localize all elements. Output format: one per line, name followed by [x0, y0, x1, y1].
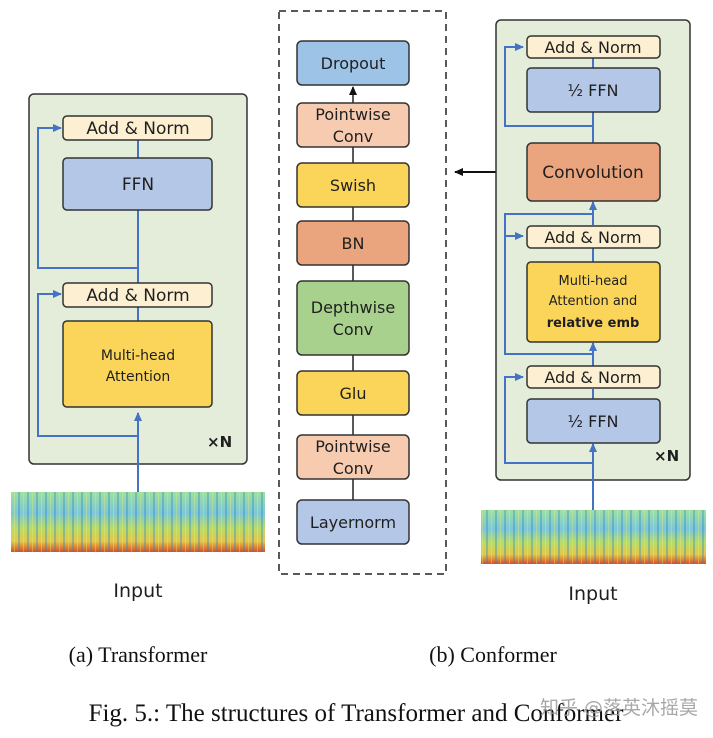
conformer-repeat-label: ×N	[654, 447, 679, 465]
conformer-half-ffn-top-box	[526, 67, 661, 113]
transformer-ffn-box	[62, 157, 213, 211]
transformer-add-norm-bottom: Add & Norm	[86, 286, 189, 306]
conv-layernorm-box	[296, 499, 410, 545]
conformer-spectrogram	[481, 510, 706, 564]
transformer-add-norm-bottom-box	[62, 282, 213, 308]
conv-depthwise-box	[296, 280, 410, 356]
transformer-input-label: Input	[113, 580, 162, 602]
conv-glu: Glu	[340, 384, 367, 403]
transformer-mha-line2: Attention	[106, 369, 171, 385]
conformer-residual-1	[504, 43, 593, 127]
conformer-half-ffn-bottom-box	[526, 398, 661, 444]
conformer-mha-box	[526, 261, 661, 343]
transformer-add-norm-top-box	[62, 115, 213, 141]
watermark: 知乎 @落英沐摇莫	[540, 697, 698, 719]
conv-module-diagram: Dropout Pointwise Conv Swish BN Depthwis…	[278, 10, 447, 575]
transformer-ffn: FFN	[122, 175, 154, 195]
transformer-residual-bottom	[37, 290, 138, 437]
transformer-mha-box	[62, 320, 213, 408]
conv-pointwise-bottom-line2: Conv	[333, 459, 374, 478]
transformer-diagram: Add & Norm FFN Add & Norm Multi-head Att…	[11, 93, 265, 602]
conv-dropout-box	[296, 40, 410, 86]
conv-pointwise-top-line1: Pointwise	[315, 105, 390, 124]
conformer-add-norm-1: Add & Norm	[544, 38, 641, 57]
conv-bn: BN	[342, 234, 365, 253]
conformer-residual-4	[504, 373, 593, 464]
conv-swish: Swish	[330, 176, 376, 195]
conv-depthwise-line2: Conv	[333, 320, 374, 339]
conformer-mha-line1: Multi-head	[559, 274, 628, 289]
conv-bn-box	[296, 220, 410, 266]
conformer-half-ffn-bottom: ½ FFN	[568, 412, 619, 431]
subcaption-a: (a) Transformer	[69, 642, 208, 667]
conformer-mha-line2: Attention and	[549, 294, 638, 309]
conformer-add-norm-2-box	[526, 225, 661, 249]
conv-dropout: Dropout	[321, 54, 386, 73]
transformer-residual-top	[37, 124, 138, 269]
transformer-mha-line1: Multi-head	[101, 348, 175, 364]
conformer-residual-3	[504, 235, 593, 355]
conv-module-dashed-frame	[278, 10, 447, 575]
subcaption-b: (b) Conformer	[429, 642, 557, 667]
conformer-convolution: Convolution	[542, 163, 644, 183]
conv-pointwise-bottom-line1: Pointwise	[315, 437, 390, 456]
conv-pointwise-top-line2: Conv	[333, 127, 374, 146]
conformer-convolution-box	[526, 142, 661, 202]
conformer-add-norm-3: Add & Norm	[544, 368, 641, 387]
conformer-mha-line3: relative emb	[547, 316, 640, 331]
conv-depthwise-line1: Depthwise	[311, 298, 395, 317]
conv-swish-box	[296, 162, 410, 208]
transformer-spectrogram	[11, 492, 265, 552]
figure-caption: Fig. 5.: The structures of Transformer a…	[89, 700, 625, 727]
conv-pointwise-bottom-box	[296, 434, 410, 480]
conformer-diagram: Add & Norm ½ FFN Convolution Add & Norm …	[481, 19, 706, 605]
conv-pointwise-top-box	[296, 102, 410, 148]
conformer-input-label: Input	[568, 583, 617, 605]
transformer-add-norm-top: Add & Norm	[86, 119, 189, 139]
conformer-half-ffn-top: ½ FFN	[568, 81, 619, 100]
transformer-repeat-label: ×N	[207, 433, 232, 451]
conformer-add-norm-1-box	[526, 35, 661, 59]
conformer-add-norm-3-box	[526, 365, 661, 389]
conformer-add-norm-2: Add & Norm	[544, 228, 641, 247]
conv-layernorm: Layernorm	[310, 513, 396, 532]
conv-glu-box	[296, 370, 410, 416]
